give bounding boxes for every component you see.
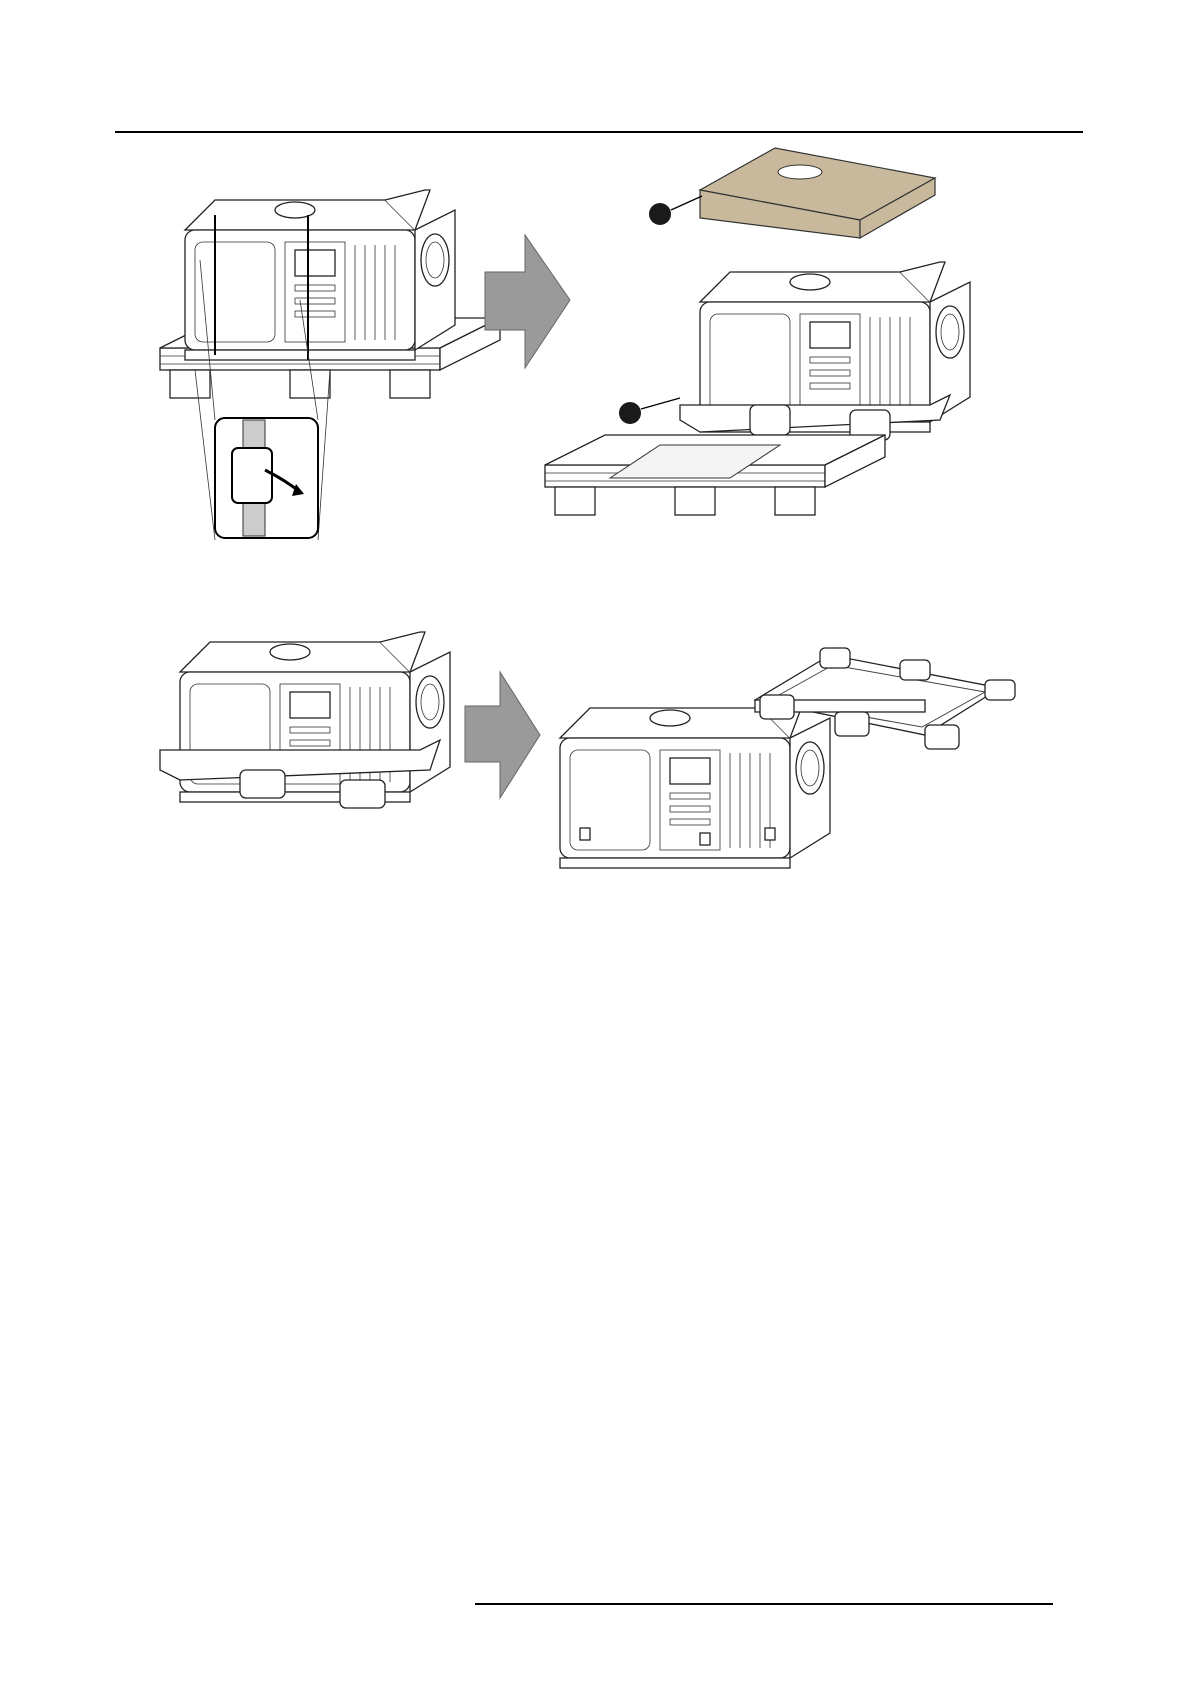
figure-projector-on-frame — [160, 632, 450, 808]
step-arrow-2 — [465, 672, 540, 798]
figure-projector-free — [560, 698, 830, 868]
figure-strapped-projector — [160, 190, 500, 540]
strap-buckle-detail — [215, 418, 318, 538]
step-arrow-1 — [485, 235, 570, 368]
figure-cover-removal — [545, 148, 970, 515]
callout-marker-pallet — [619, 402, 641, 424]
transport-frame — [755, 648, 1015, 749]
callout-marker-cover — [649, 203, 671, 225]
footer-rule — [475, 1603, 1053, 1605]
